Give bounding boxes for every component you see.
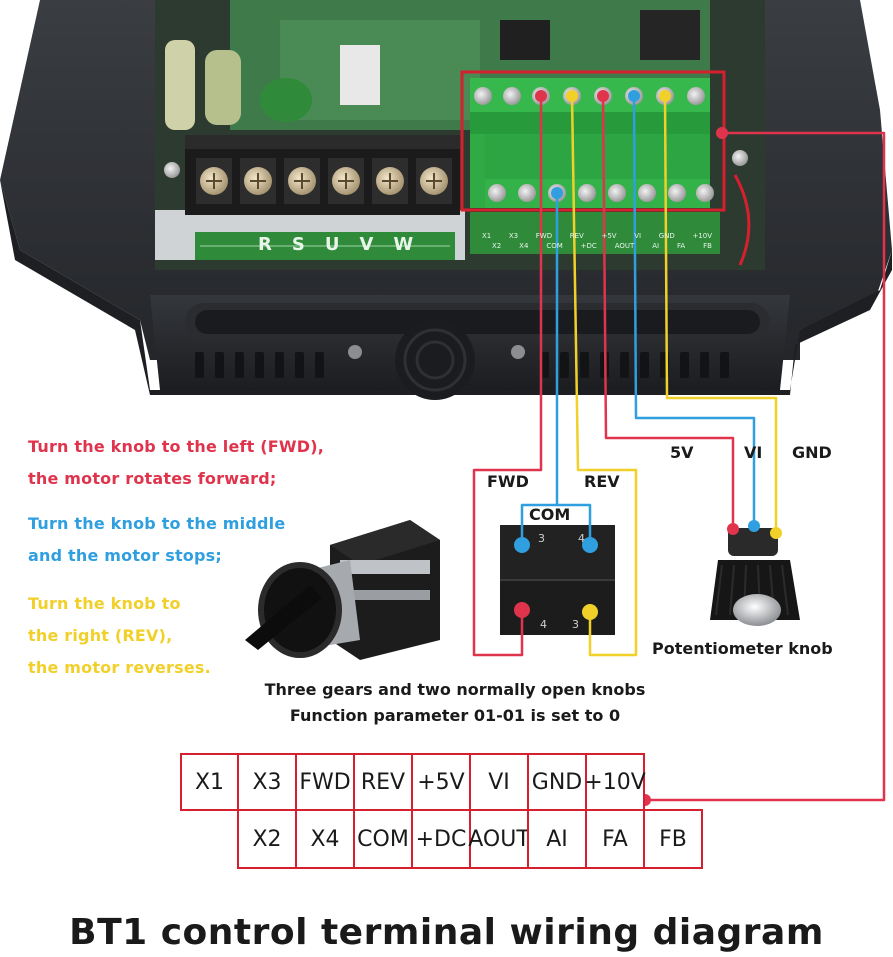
annotation-middle-line1: Turn the knob to the middle xyxy=(28,514,286,533)
terminal-cell-x4: X4 xyxy=(295,809,355,869)
pot-label-vi: VI xyxy=(744,443,763,462)
pcb-control-labels-bottom: X2 X4 COM +DC AOUT AI FA FB xyxy=(492,242,712,250)
switch-label-rev: REV xyxy=(584,472,620,491)
pcb-label-w: W xyxy=(393,234,434,255)
pcb-label-v: V xyxy=(359,234,394,255)
terminal-cell-fwd: FWD xyxy=(295,753,355,811)
svg-text:4: 4 xyxy=(578,532,585,545)
pot-caption: Potentiometer knob xyxy=(652,639,833,658)
terminal-cell-x3: X3 xyxy=(237,753,297,811)
terminal-cell-fa: FA xyxy=(585,809,645,869)
pcb-label-s: S xyxy=(291,234,325,255)
note-line1: Three gears and two normally open knobs xyxy=(264,680,646,699)
diagram-title: BT1 control terminal wiring diagram xyxy=(69,912,824,953)
terminal-cell-rev: REV xyxy=(353,753,413,811)
svg-text:3: 3 xyxy=(538,532,545,545)
pot-label-5v: 5V xyxy=(670,443,694,462)
terminal-cell-x2: X2 xyxy=(237,809,297,869)
terminal-cell-gnd: GND xyxy=(527,753,587,811)
terminal-cell-fb: FB xyxy=(643,809,703,869)
note-line2: Function parameter 01-01 is set to 0 xyxy=(289,706,621,725)
terminal-cell-com: COM xyxy=(353,809,413,869)
potentiometer-photo xyxy=(710,520,800,626)
power-terminal-block xyxy=(164,135,460,215)
svg-text:4: 4 xyxy=(540,618,547,631)
annotation-right-line3: the motor reverses. xyxy=(28,658,211,677)
terminal-cell-10v: +10V xyxy=(584,753,646,811)
terminal-cell-vi: VI xyxy=(469,753,529,811)
pcb-control-labels-top: X1 X3 FWD REV +5V VI GND +10V xyxy=(482,232,712,240)
terminal-cell-x1: X1 xyxy=(180,753,239,811)
terminal-cell-5v: +5V xyxy=(411,753,471,811)
annotation-right-line2: the right (REV), xyxy=(28,626,173,645)
terminal-highlight-box xyxy=(460,70,726,212)
wire-terminal-dots xyxy=(535,90,728,806)
wires xyxy=(472,95,886,802)
terminal-cell-aout: AOUT xyxy=(468,809,530,869)
annotation-right-line1: Turn the knob to xyxy=(28,594,181,613)
pcb-power-labels: RSUVW xyxy=(258,234,433,255)
pcb-label-u: U xyxy=(324,234,360,255)
terminal-cell-ai: AI xyxy=(527,809,587,869)
switch-label-fwd: FWD xyxy=(487,472,529,491)
annotation-left-line2: the motor rotates forward; xyxy=(28,469,277,488)
selector-switch-photo xyxy=(245,520,440,660)
switch-contact-block: 3 4 4 3 xyxy=(500,525,615,635)
switch-label-com: COM xyxy=(529,505,571,524)
annotation-middle-line2: and the motor stops; xyxy=(28,546,222,565)
annotation-left-line1: Turn the knob to the left (FWD), xyxy=(28,437,325,456)
pot-label-gnd: GND xyxy=(792,443,832,462)
terminal-cell-dc: +DC xyxy=(411,809,471,869)
pcb-label-r: R xyxy=(258,234,292,255)
svg-text:3: 3 xyxy=(572,618,579,631)
